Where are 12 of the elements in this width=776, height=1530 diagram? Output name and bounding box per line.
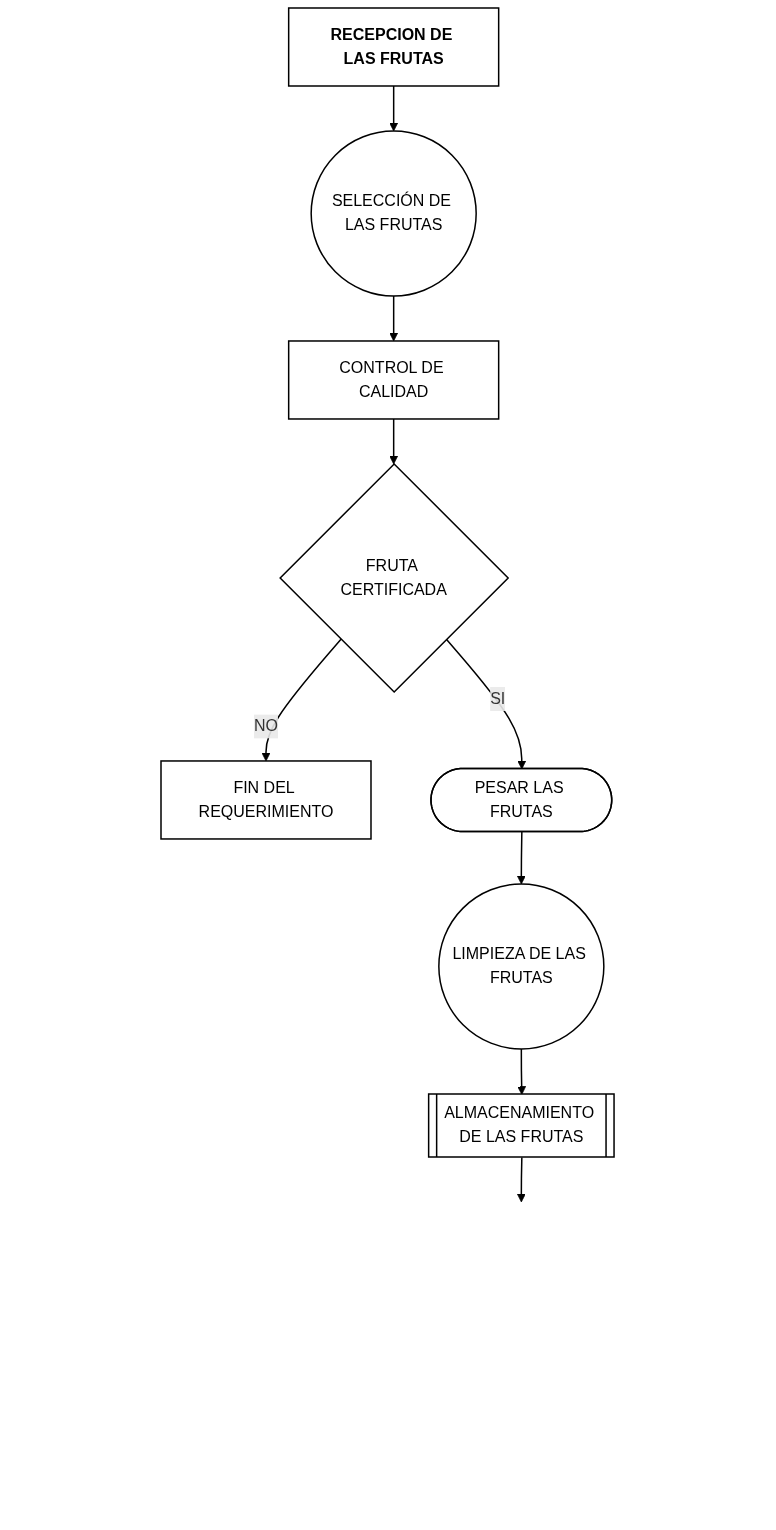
arrow [389,85,399,132]
node-box: RECEPCION DE LAS FRUTAS [288,7,500,87]
node-circle: SELECCIÓN DE LAS FRUTAS [310,130,478,297]
node-circle: LIMPIEZA DE LAS FRUTAS [438,883,606,1050]
node-box: FIN DEL REQUERIMIENTO [160,760,373,840]
arrow [446,638,527,770]
arrow [517,1156,527,1203]
arrow [389,295,399,342]
arrow [517,831,527,885]
arrow [389,418,399,465]
node-box: CONTROL DE CALIDAD [288,340,500,420]
edge-label: NO [254,717,279,735]
